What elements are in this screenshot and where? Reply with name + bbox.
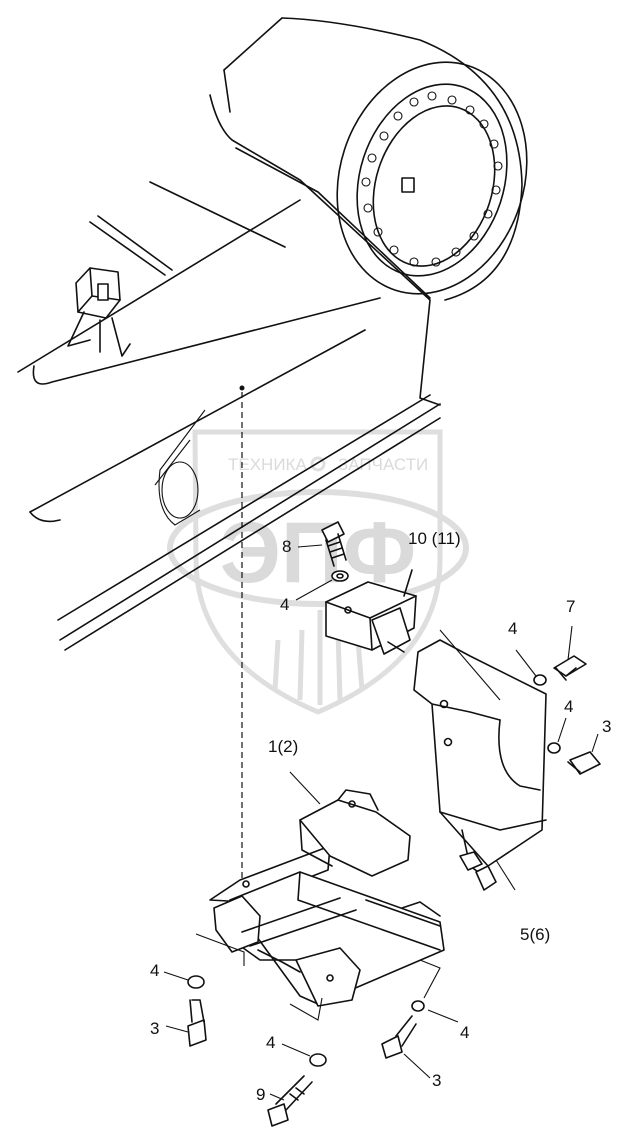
beam-bracket — [67, 267, 131, 357]
washer-4-lower-middle — [281, 1043, 327, 1067]
gear-icon — [310, 456, 326, 472]
callout-1-2: 1(2) — [268, 737, 298, 756]
callout-labels: 8 10 (11) 4 7 4 4 3 1(2) 5(6) 4 3 4 3 4 … — [150, 529, 611, 1104]
callout-8: 8 — [282, 537, 291, 556]
callout-4: 4 — [508, 619, 517, 638]
watermark-logo: ТЕХНИКА ЗАПЧАСТИ ЭПФ — [167, 429, 469, 715]
washer-4-right-upper — [515, 649, 547, 686]
callout-3: 3 — [150, 1019, 159, 1038]
bolt-7 — [553, 625, 587, 681]
alignment-point — [239, 385, 245, 391]
callout-7: 7 — [566, 597, 575, 616]
side-plate-5 — [413, 629, 547, 891]
mount-block-10 — [325, 569, 417, 655]
callout-10-11: 10 (11) — [408, 529, 461, 548]
callout-4: 4 — [564, 697, 573, 716]
watermark-text-right: ЗАПЧАСТИ — [338, 455, 428, 474]
lower-left-leader — [195, 933, 245, 966]
bolt-8 — [297, 521, 347, 567]
main-bracket-1 — [209, 771, 445, 1007]
lower-right-leader — [419, 959, 441, 999]
washer-4-lower-left — [163, 971, 205, 989]
hub-bolt-holes — [361, 91, 503, 267]
washer-4-top — [295, 570, 349, 601]
drum-hub — [281, 17, 528, 301]
frame-beam — [17, 17, 441, 651]
callout-4: 4 — [280, 595, 289, 614]
watermark-logo-text: ЭПФ — [220, 505, 416, 601]
callout-3: 3 — [602, 717, 611, 736]
callout-9: 9 — [256, 1085, 265, 1104]
bolt-9 — [267, 1075, 313, 1127]
washer-4-lower-right — [411, 1000, 459, 1023]
watermark-text-left: ТЕХНИКА — [228, 455, 307, 474]
bolt-3-lower-right — [381, 1015, 431, 1079]
wheat-icon — [272, 610, 365, 705]
callout-4: 4 — [460, 1023, 469, 1042]
bolt-3-right — [567, 733, 601, 775]
lower-middle-leader — [289, 997, 323, 1021]
callout-5-6: 5(6) — [520, 925, 550, 944]
bolt-3-lower-left — [165, 999, 207, 1047]
callout-3: 3 — [432, 1071, 441, 1090]
callout-4: 4 — [150, 961, 159, 980]
callout-4: 4 — [266, 1033, 275, 1052]
washer-4-right-lower — [547, 717, 567, 754]
